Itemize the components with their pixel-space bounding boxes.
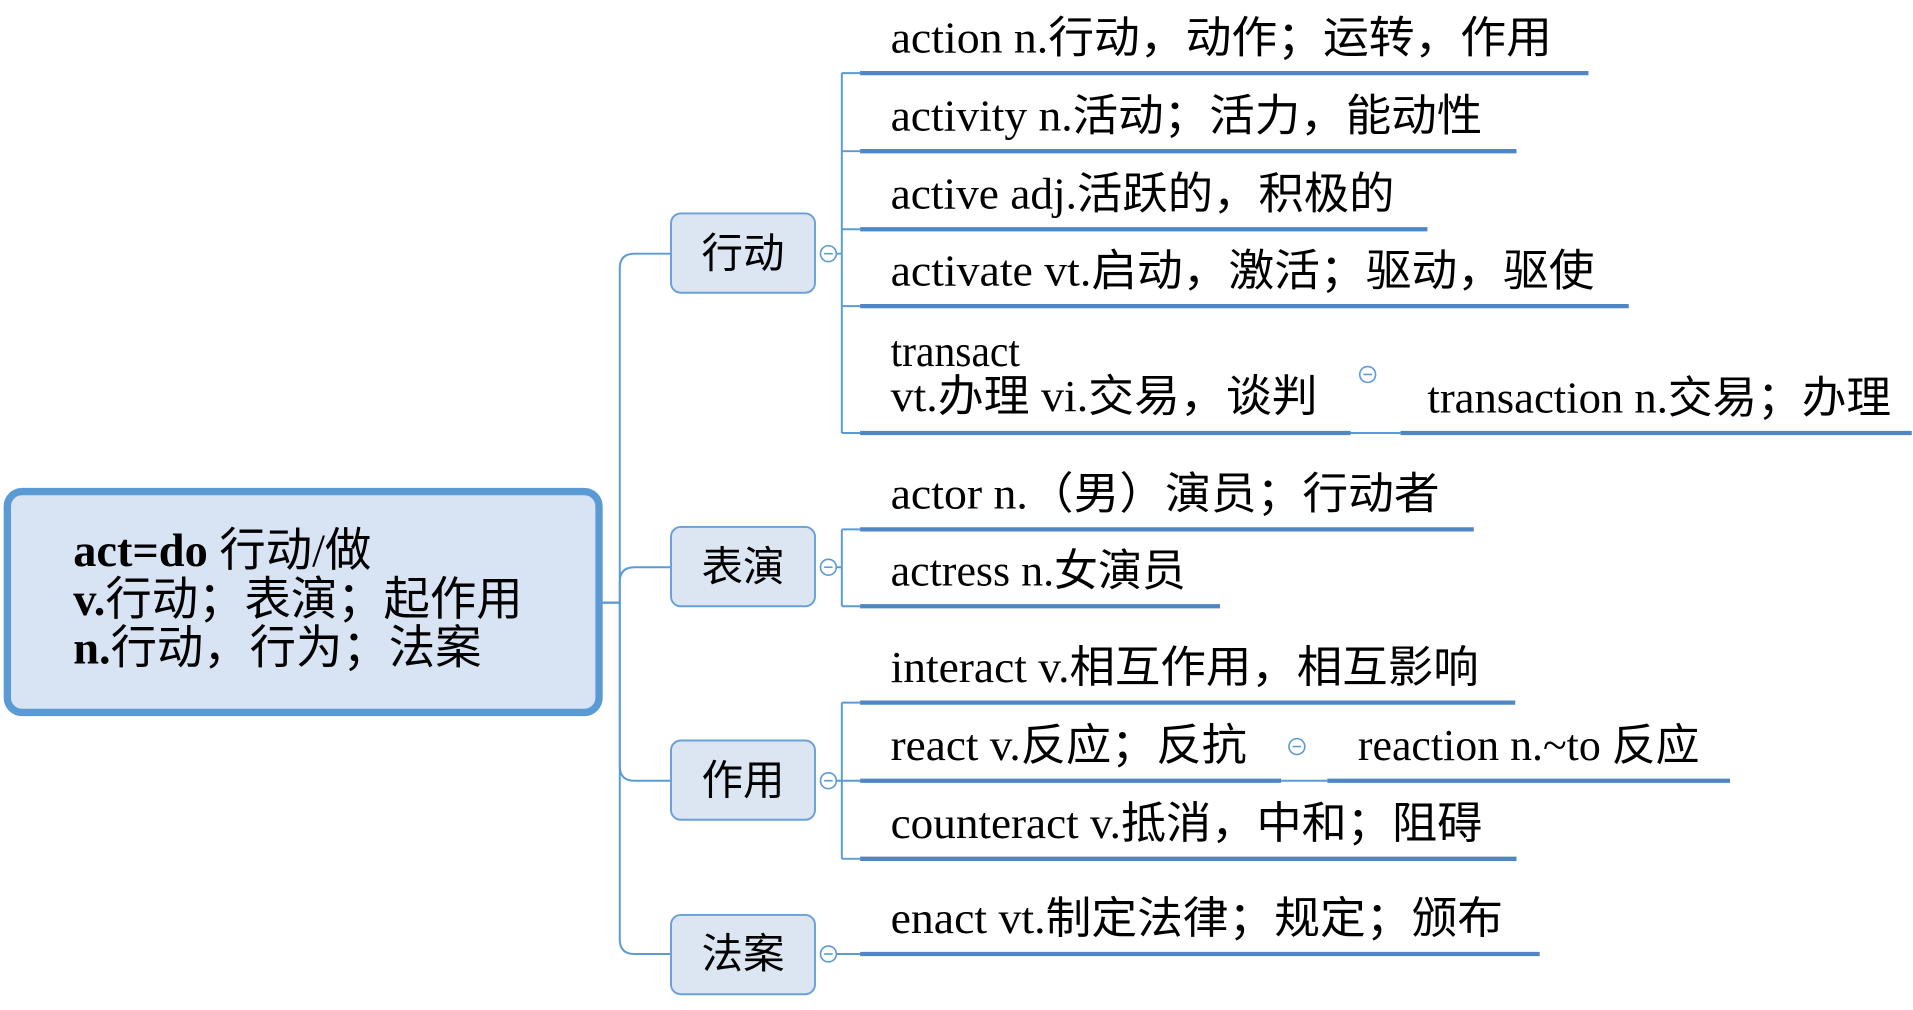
leaf-transact-label-line-1: transact bbox=[891, 327, 1020, 376]
root-topic-keyword: act=do bbox=[73, 526, 208, 577]
collapse-icon[interactable] bbox=[819, 772, 838, 790]
root-topic-line-1: act=do 行动/做 bbox=[73, 526, 371, 577]
branch-topic-4-box bbox=[670, 913, 816, 996]
root-topic-meaning: 行动/做 bbox=[208, 526, 372, 577]
leaf-transaction-label: transaction n.交易；办理 bbox=[1427, 373, 1891, 422]
leaf-reaction[interactable]: reaction n.~to 反应 bbox=[1327, 721, 1730, 783]
root-topic-box bbox=[3, 487, 603, 717]
root-topic-verb-meaning: 行动；表演；起作用 bbox=[105, 575, 522, 626]
leaf-interact-label: interact v.相互作用，相互影响 bbox=[891, 643, 1479, 692]
root-topic-noun-tag: n. bbox=[73, 624, 110, 675]
leaf-activity[interactable]: activity n.活动；活力，能动性 bbox=[860, 91, 1517, 154]
branch-topic-4[interactable]: 法案 bbox=[670, 913, 816, 996]
collapse-icon[interactable] bbox=[819, 558, 838, 576]
leaf-action-label: action n.行动，动作；运转，作用 bbox=[891, 13, 1552, 62]
leaf-interact[interactable]: interact v.相互作用，相互影响 bbox=[860, 643, 1516, 705]
collapse-icon[interactable] bbox=[1358, 365, 1377, 384]
leaf-transact-label-line-2: vt.办理 vi.交易，谈判 bbox=[891, 372, 1318, 421]
leaf-actor-label: actor n.（男）演员；行动者 bbox=[891, 470, 1440, 519]
branch-topic-1[interactable]: 行动 bbox=[670, 212, 816, 294]
leaf-react[interactable]: react v.反应；反抗 bbox=[860, 721, 1282, 783]
bracket-branch-3 bbox=[836, 701, 861, 860]
bracket-branch-1 bbox=[836, 72, 861, 434]
leaf-action[interactable]: action n.行动，动作；运转，作用 bbox=[860, 13, 1589, 76]
branch-topic-2[interactable]: 表演 bbox=[670, 525, 816, 608]
leaf-transaction[interactable]: transaction n.交易；办理 bbox=[1400, 373, 1912, 436]
branch-topic-2-label: 表演 bbox=[702, 544, 785, 590]
leaf-actor[interactable]: actor n.（男）演员；行动者 bbox=[860, 470, 1474, 532]
branch-topic-1-label: 行动 bbox=[702, 231, 785, 277]
leaf-active-label: active adj.活跃的，积极的 bbox=[891, 170, 1395, 219]
branch-topic-1-box bbox=[670, 212, 816, 294]
leaf-counteract[interactable]: counteract v.抵消，中和；阻碍 bbox=[860, 799, 1517, 861]
root-topic-line-2: v.行动；表演；起作用 bbox=[73, 575, 522, 626]
root-topic-noun-meaning: 行动，行为；法案 bbox=[111, 624, 482, 675]
root-topic-verb-tag: v. bbox=[73, 575, 105, 626]
leaf-actress-label: actress n.女演员 bbox=[891, 547, 1186, 596]
collapse-icon[interactable] bbox=[1288, 737, 1306, 756]
connector-root-to-branch-3 bbox=[602, 601, 672, 782]
leaf-enact[interactable]: enact vt.制定法律；规定；颁布 bbox=[860, 894, 1540, 957]
connector-root-to-branch-2 bbox=[602, 566, 672, 604]
root-topic[interactable]: act=do 行动/做 v.行动；表演；起作用 n.行动，行为；法案 bbox=[3, 487, 603, 717]
branch-topic-2-box bbox=[670, 525, 816, 608]
leaf-active[interactable]: active adj.活跃的，积极的 bbox=[860, 170, 1428, 232]
leaf-actress[interactable]: actress n.女演员 bbox=[860, 547, 1221, 609]
leaf-react-label: react v.反应；反抗 bbox=[891, 721, 1247, 770]
branch-topic-4-label: 法案 bbox=[702, 931, 785, 977]
connector-root-to-branch-4 bbox=[602, 601, 672, 955]
collapse-icon[interactable] bbox=[819, 244, 838, 263]
root-topic-line-3: n.行动，行为；法案 bbox=[73, 624, 481, 675]
branch-topic-3[interactable]: 作用 bbox=[670, 739, 816, 821]
branch-topic-3-label: 作用 bbox=[702, 758, 785, 804]
leaf-activity-label: activity n.活动；活力，能动性 bbox=[891, 91, 1483, 140]
leaf-activate[interactable]: activate vt.启动，激活；驱动，驱使 bbox=[860, 246, 1629, 309]
leaf-counteract-label: counteract v.抵消，中和；阻碍 bbox=[891, 799, 1483, 848]
bracket-branch-2 bbox=[836, 528, 861, 608]
branch-topic-3-box bbox=[670, 739, 816, 821]
leaf-enact-label: enact vt.制定法律；规定；颁布 bbox=[891, 894, 1503, 943]
leaf-activate-label: activate vt.启动，激活；驱动，驱使 bbox=[891, 246, 1595, 295]
collapse-icon[interactable] bbox=[819, 945, 838, 963]
connector-root-to-branch-1 bbox=[602, 252, 672, 604]
leaf-transact[interactable]: transact vt.办理 vi.交易，谈判 bbox=[860, 327, 1351, 436]
leaf-reaction-label: reaction n.~to 反应 bbox=[1358, 721, 1700, 770]
